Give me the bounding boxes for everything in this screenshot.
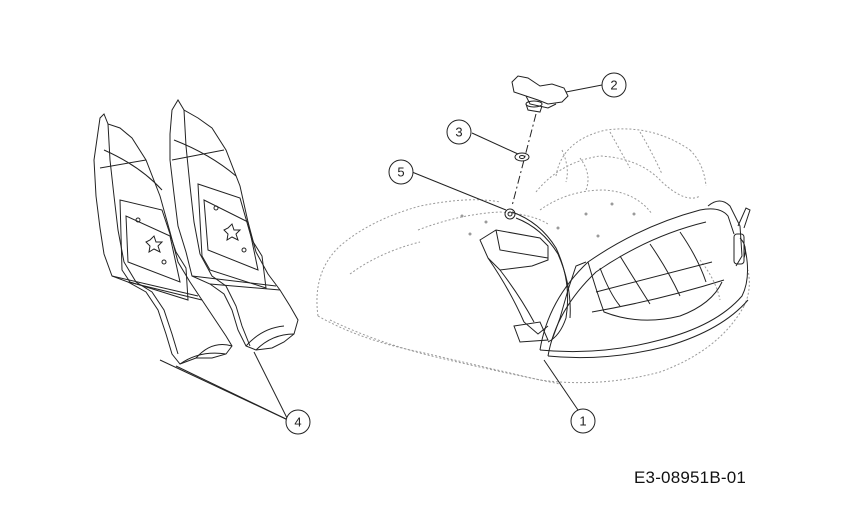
deck-surface-details (460, 202, 636, 238)
wing-knob (511, 75, 569, 113)
callout-5-circle (388, 159, 414, 185)
callout-4-label: 4 (294, 415, 301, 430)
callout-3-circle (446, 119, 472, 145)
callout-1-label: 1 (579, 414, 586, 429)
callouts: 1 2 3 4 5 (285, 72, 627, 435)
callout-5-label: 5 (397, 165, 404, 180)
callout-3: 3 (446, 119, 472, 145)
assembly-axis (511, 113, 537, 207)
callout-leaders (411, 84, 603, 411)
discharge-chute (539, 200, 749, 359)
blade-left-star-icon (135, 217, 167, 265)
cable (504, 208, 571, 343)
callout-4-leaders (159, 351, 289, 421)
callout-3-label: 3 (455, 125, 462, 140)
deflector-bracket (479, 229, 549, 343)
callout-2: 2 (601, 72, 627, 98)
callout-1-circle (570, 408, 596, 434)
callout-4: 4 (285, 409, 311, 435)
washer (514, 152, 530, 162)
callout-2-label: 2 (610, 78, 617, 93)
callout-4-circle (285, 409, 311, 435)
callout-5: 5 (388, 159, 414, 185)
blade-right-star-icon (213, 205, 247, 253)
blade-left (93, 113, 233, 365)
mower-deck-outline (316, 128, 750, 385)
drawing-number: E3-08951B-01 (634, 468, 747, 487)
blade-right (169, 99, 299, 351)
chute-hinge-spring (733, 207, 751, 265)
callout-1: 1 (570, 408, 596, 434)
callout-2-circle (601, 72, 627, 98)
